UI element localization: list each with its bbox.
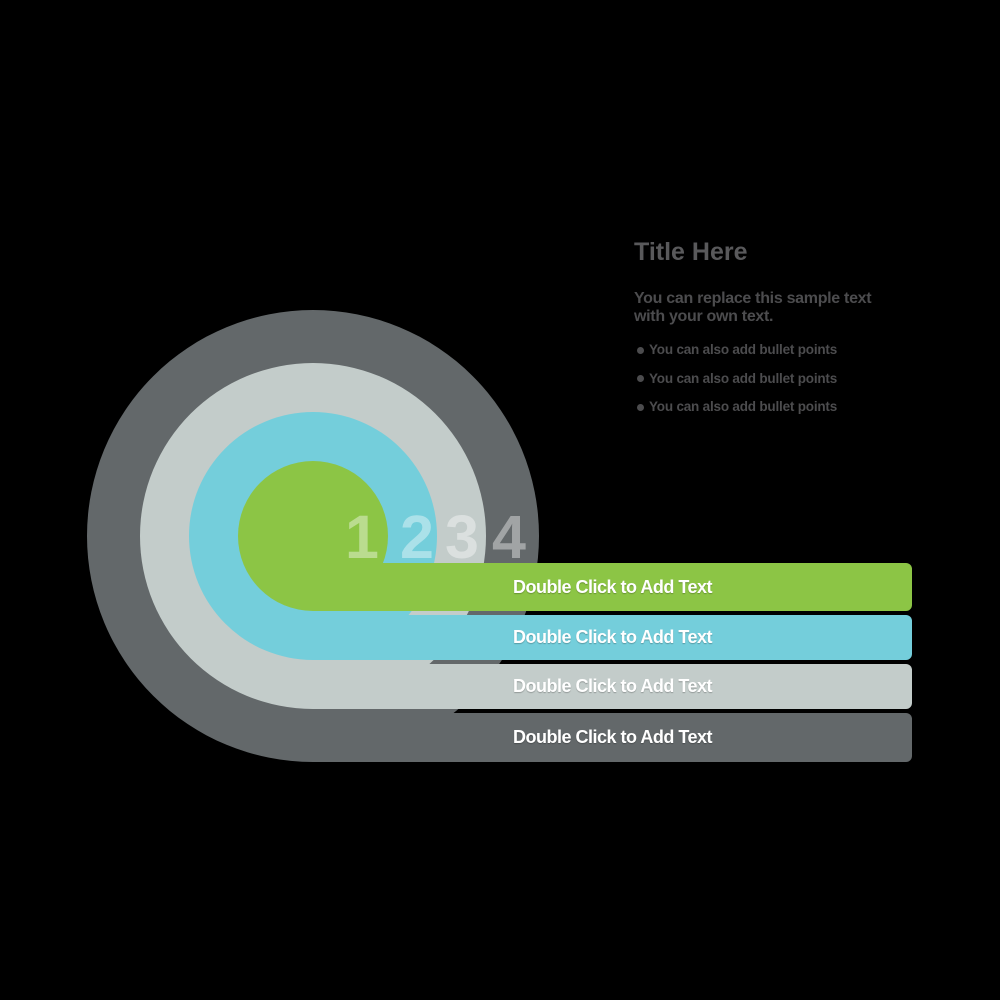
panel-title[interactable]: Title Here [634, 238, 748, 266]
ribbon-bar-1-label: Double Click to Add Text [512, 576, 713, 597]
bullet-dot-icon [637, 403, 644, 411]
bullet-item-3[interactable]: You can also add bullet points [634, 400, 934, 414]
ribbon-bar-4-label: Double Click to Add Text [512, 727, 713, 747]
step-number-3: 3 [445, 503, 479, 571]
ribbon-bar-3[interactable]: Double Click to Add Text [313, 664, 912, 709]
ribbon-bar-2-label: Double Click to Add Text [512, 627, 713, 647]
step-number-4: 4 [492, 503, 526, 571]
step-number-1: 1 [345, 503, 379, 571]
panel-bullet-list: You can also add bullet points You can a… [634, 343, 934, 429]
step-number-2: 2 [400, 503, 434, 571]
bullet-item-3-text: You can also add bullet points [649, 399, 838, 414]
bullet-dot-icon [637, 346, 644, 354]
bullet-dot-icon [637, 375, 644, 382]
panel-body[interactable]: You can replace this sample text with yo… [634, 290, 914, 325]
bullet-item-1[interactable]: You can also add bullet points [634, 343, 934, 357]
panel-body-line-2: with your own text. [634, 307, 774, 325]
bullet-item-2-text: You can also add bullet points [649, 370, 838, 386]
ribbon-bar-4[interactable]: Double Click to Add Text [313, 713, 912, 762]
panel-body-line-1: You can replace this sample text [634, 290, 872, 307]
ribbon-bar-2[interactable]: Double Click to Add Text [313, 615, 912, 660]
ribbon-bar-1[interactable]: Double Click to Add Text [313, 563, 912, 611]
bullet-item-1-text: You can also add bullet points [649, 342, 838, 357]
ribbon-bar-3-label: Double Click to Add Text [512, 676, 713, 696]
bullet-item-2[interactable]: You can also add bullet points [634, 370, 934, 386]
text-panel: Title Here You can replace this sample t… [634, 238, 934, 414]
